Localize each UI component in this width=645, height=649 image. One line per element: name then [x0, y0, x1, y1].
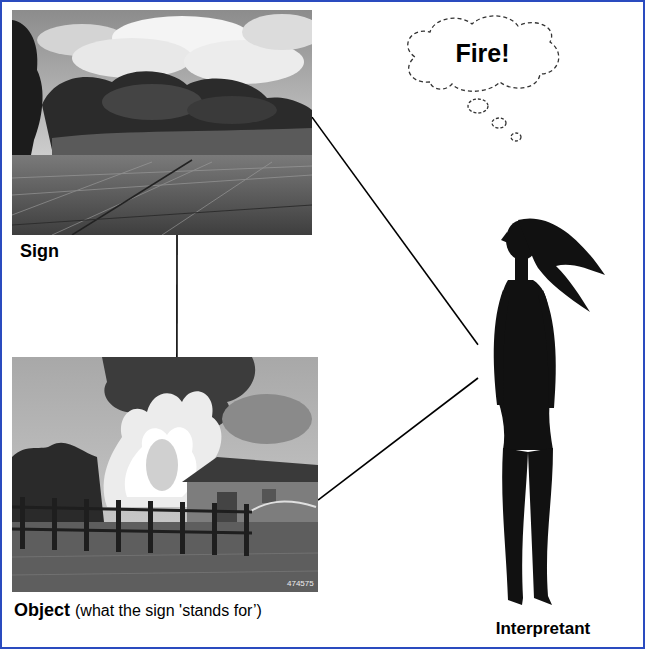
- thought-bubble: [492, 118, 506, 128]
- connector-line: [312, 117, 478, 345]
- thought-bubble: [468, 99, 488, 113]
- water-stream: [248, 502, 316, 513]
- sign-photo: Sign: [12, 10, 312, 235]
- text-holder: Object (what the sign 'stands for’): [14, 600, 262, 621]
- node-label: Sign: [20, 241, 59, 262]
- photo-number: 474575: [287, 579, 314, 588]
- node-label: Object: [14, 600, 70, 620]
- thought-bubble: [511, 133, 521, 141]
- field: [12, 155, 312, 235]
- object-photo: Object(what the sign 'stands for’): [12, 357, 318, 592]
- thought-cloud: Fire!: [400, 12, 565, 94]
- node-note: (what the sign 'stands for’): [75, 602, 262, 619]
- node-label: Fire!: [455, 39, 509, 68]
- interpretant-figure: Interpretant: [478, 200, 608, 615]
- sky: [12, 10, 312, 160]
- barn: [182, 457, 318, 527]
- barn-fire-photo: [12, 357, 318, 592]
- connector-line: [318, 378, 478, 500]
- fence: [12, 497, 252, 556]
- thought-bubbles: [468, 99, 521, 141]
- smoke-photo: [12, 10, 312, 235]
- text-holder: Interpretant: [496, 619, 590, 639]
- ground: [12, 522, 318, 592]
- node-label: Interpretant: [496, 619, 590, 639]
- connector-line: [176, 235, 178, 357]
- text-holder: Fire!: [400, 12, 565, 94]
- smoke-plume: [42, 71, 312, 156]
- woman-silhouette: [478, 200, 608, 615]
- text-holder: Sign: [20, 241, 59, 262]
- tree: [12, 20, 43, 160]
